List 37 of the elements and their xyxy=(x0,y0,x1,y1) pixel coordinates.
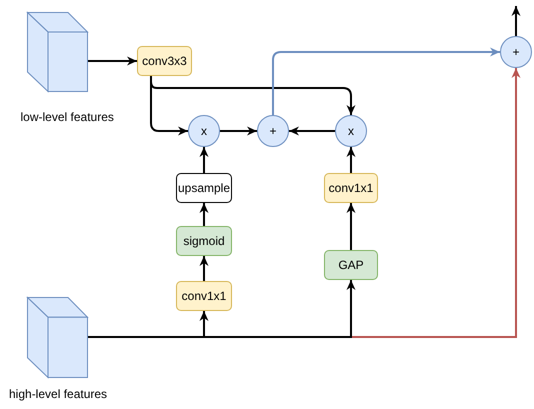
node-caption: low-level features xyxy=(20,110,114,124)
operator-symbol: + xyxy=(512,45,520,59)
operator-symbol: x xyxy=(348,124,354,138)
operator-circle xyxy=(500,36,532,68)
process-box xyxy=(137,46,192,76)
feature-cube xyxy=(27,297,88,378)
arrow xyxy=(512,6,520,36)
node-label: conv1x1 xyxy=(182,289,226,303)
arrow xyxy=(346,280,356,337)
arrow xyxy=(200,147,208,173)
arrow xyxy=(351,68,520,338)
process-box xyxy=(324,250,378,280)
process-box xyxy=(324,173,378,203)
arrow xyxy=(272,48,500,115)
node-label: sigmoid xyxy=(183,234,225,248)
arrow xyxy=(346,203,356,250)
arrow xyxy=(220,126,257,136)
feature-cube xyxy=(27,12,88,92)
node-label: GAP xyxy=(338,258,364,272)
arrow xyxy=(150,76,356,115)
node-label: upsample xyxy=(178,181,230,195)
operator-symbol: x xyxy=(201,124,207,138)
arrow xyxy=(200,256,208,281)
arrow xyxy=(289,126,335,136)
node-caption: high-level features xyxy=(9,387,108,401)
process-box xyxy=(176,226,232,256)
operator-circle xyxy=(257,115,289,147)
process-box xyxy=(176,173,232,203)
operator-circle xyxy=(335,115,367,147)
process-box xyxy=(176,281,232,311)
node-label: conv1x1 xyxy=(328,181,374,195)
arrow xyxy=(346,147,356,173)
arrow xyxy=(200,203,208,226)
node-label: conv3x3 xyxy=(142,54,187,68)
operator-symbol: + xyxy=(269,124,276,138)
arrow xyxy=(88,56,137,66)
operator-circle xyxy=(188,115,220,147)
